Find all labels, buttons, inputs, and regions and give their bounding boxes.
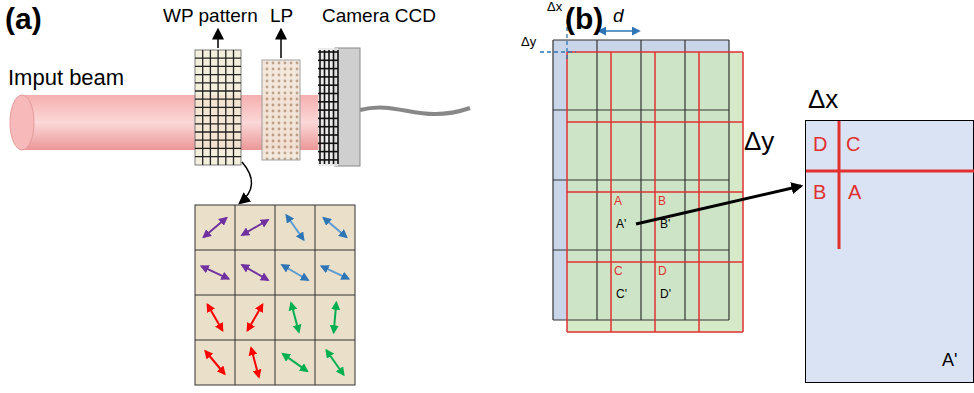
zoom-pointer bbox=[240, 162, 252, 203]
pixel-label: B bbox=[658, 195, 666, 208]
pixel-label: C bbox=[614, 265, 623, 278]
pixel-label: B bbox=[813, 181, 826, 203]
offset-label: Δx bbox=[547, 0, 562, 14]
beam-label: Imput beam bbox=[8, 66, 124, 90]
zoom-box: ΔxΔyDCBAA' bbox=[805, 120, 974, 383]
pixel-label: B' bbox=[660, 218, 670, 231]
axis-arrow bbox=[217, 30, 219, 48]
pixel-label: A bbox=[614, 195, 622, 208]
polarization-grid bbox=[195, 205, 355, 385]
pixel-grids bbox=[540, 20, 801, 332]
camera-cable bbox=[360, 108, 470, 115]
offset-label: Δy bbox=[521, 35, 536, 49]
beam-end bbox=[10, 95, 34, 150]
waveplate-pattern bbox=[195, 50, 241, 165]
pixel-label: C' bbox=[616, 288, 627, 301]
pixel-label: D bbox=[813, 133, 827, 155]
component-label: Camera CCD bbox=[322, 6, 436, 27]
corner-lines bbox=[806, 121, 974, 384]
axis-arrow bbox=[280, 30, 282, 58]
offset-heading: Δx bbox=[808, 85, 838, 114]
panel-label: (b) bbox=[565, 2, 603, 35]
component-label: WP pattern bbox=[163, 6, 258, 27]
pitch-label: d bbox=[613, 6, 624, 27]
pixel-label: D bbox=[658, 265, 667, 278]
pixel-label: A' bbox=[616, 218, 626, 231]
ccd-camera bbox=[318, 48, 360, 166]
linear-polarizer bbox=[262, 60, 300, 160]
pixel-label: C bbox=[846, 133, 860, 155]
panel-label: (a) bbox=[5, 2, 42, 35]
component-label: LP bbox=[270, 6, 293, 27]
pixel-label: A' bbox=[942, 351, 957, 371]
pixel-label: D' bbox=[660, 288, 671, 301]
offset-heading: Δy bbox=[744, 127, 774, 156]
pixel-label: A bbox=[848, 181, 861, 203]
